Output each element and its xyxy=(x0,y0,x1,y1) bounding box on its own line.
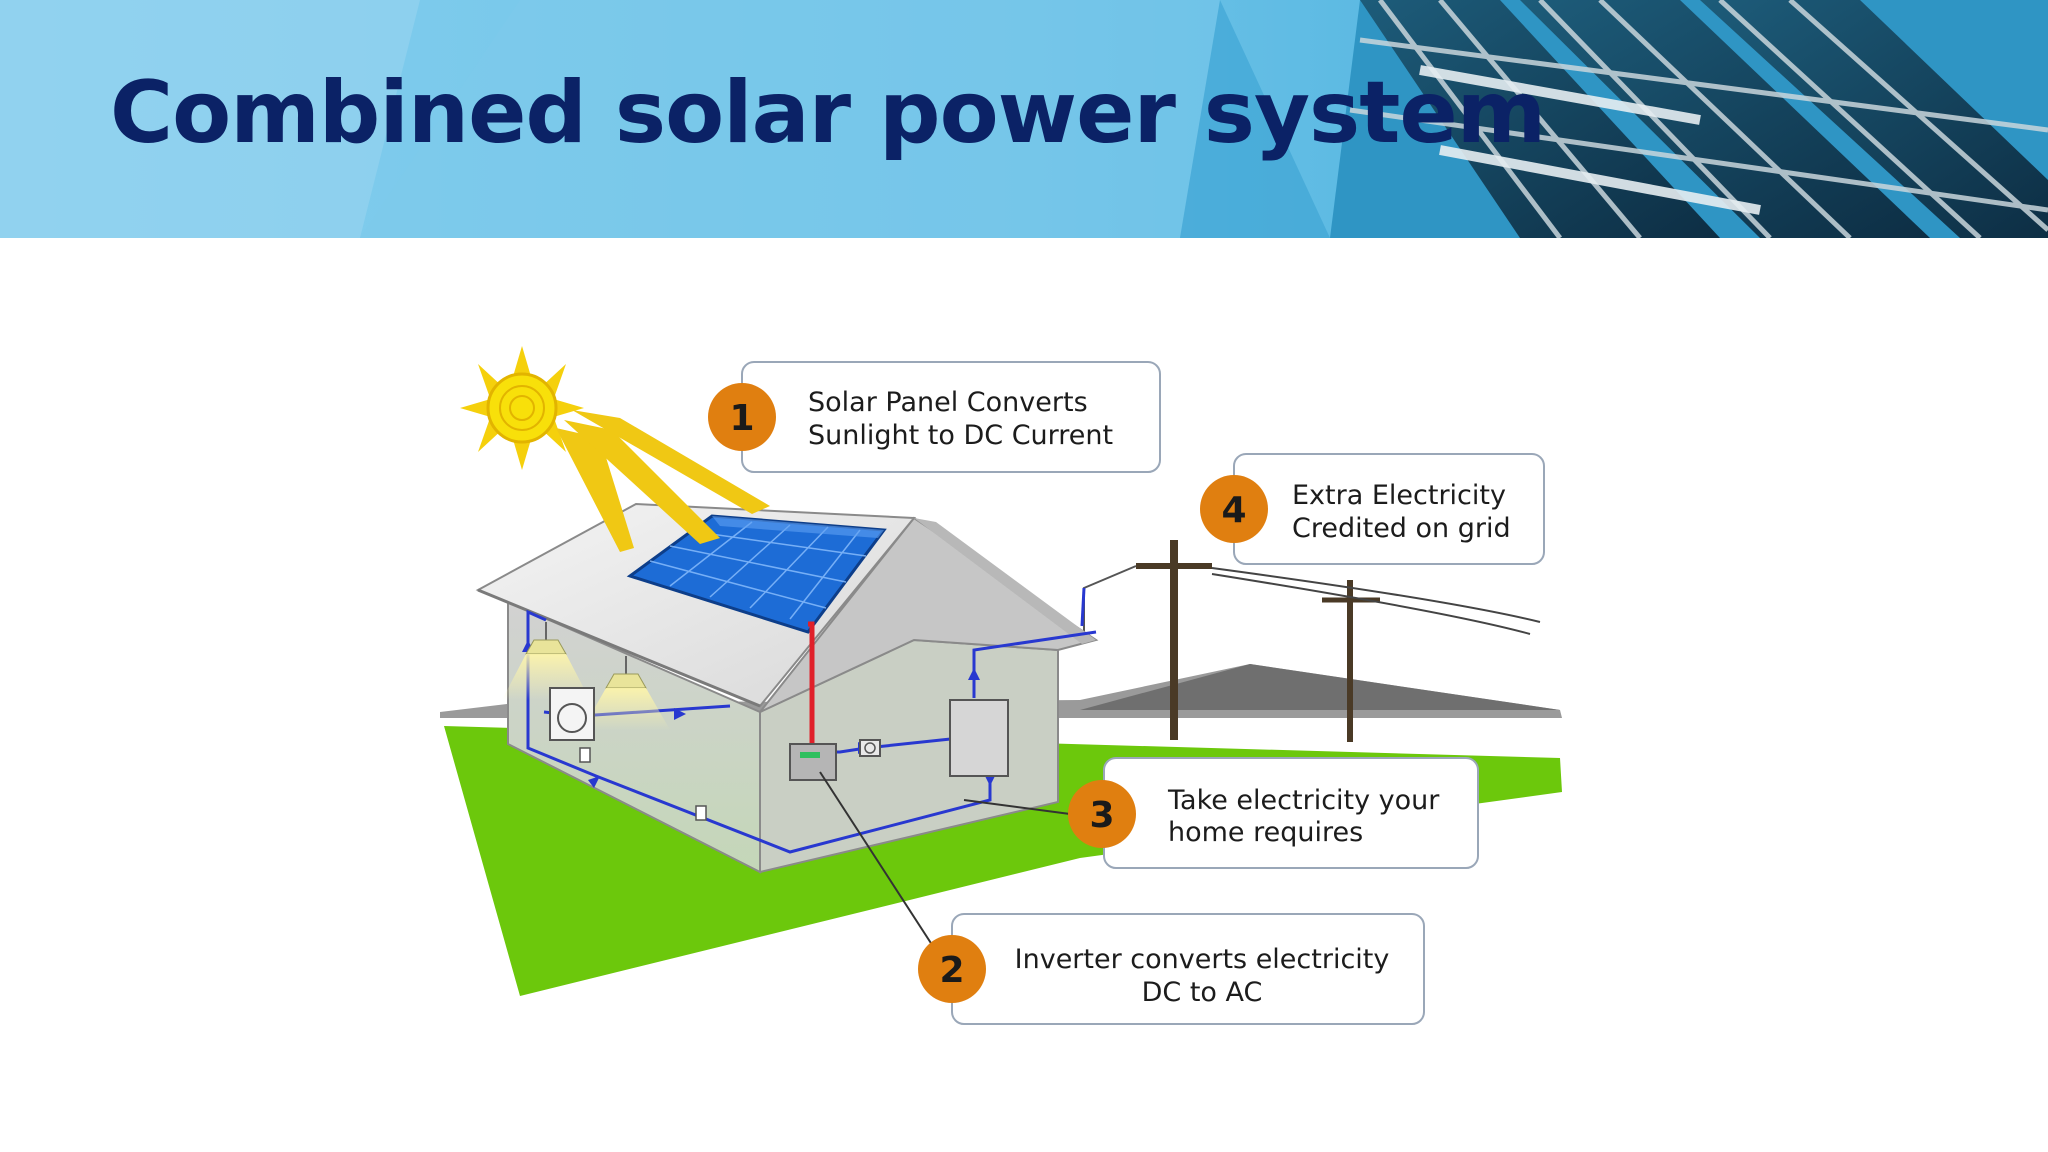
breaker-panel-icon xyxy=(949,699,1009,777)
callout-1-number: 1 xyxy=(729,398,754,439)
callout-4-line2: Credited on grid xyxy=(1292,513,1511,544)
callout-2-line1: Inverter converts electricity xyxy=(1015,944,1390,975)
inverter-icon xyxy=(789,743,837,781)
header-panel-photo xyxy=(1349,0,2048,238)
callout-4-badge xyxy=(1200,475,1268,543)
meter-icon xyxy=(859,739,881,757)
utility-pole-icon xyxy=(1083,540,1541,742)
callout-3-line2: home requires xyxy=(1168,817,1363,848)
callout-1: 1 Solar Panel Converts Sunlight to DC Cu… xyxy=(708,361,1161,473)
callout-4-number: 4 xyxy=(1221,490,1246,531)
hill-peak xyxy=(1080,664,1560,710)
callout-2: 2 Inverter converts electricity DC to AC xyxy=(918,913,1425,1025)
callout-3: 3 Take electricity your home requires xyxy=(1068,757,1479,869)
callout-1-badge xyxy=(708,383,776,451)
outlet-icon xyxy=(579,747,707,821)
callout-2-number: 2 xyxy=(939,950,964,991)
header-background xyxy=(0,0,2048,238)
header-banner: Combined solar power system xyxy=(0,0,2048,238)
callout-2-badge xyxy=(918,935,986,1003)
washing-machine-icon xyxy=(549,687,595,741)
callout-1-line1: Solar Panel Converts xyxy=(808,387,1088,418)
slide-title: Combined solar power system xyxy=(110,63,1546,163)
callout-4-line1: Extra Electricity xyxy=(1292,480,1506,511)
ceiling-lights xyxy=(502,622,670,730)
callout-3-number: 3 xyxy=(1089,795,1114,836)
callout-3-line1: Take electricity your xyxy=(1167,785,1440,816)
callout-2-line2: DC to AC xyxy=(1142,977,1263,1008)
callout-1-line2: Sunlight to DC Current xyxy=(808,420,1113,451)
leader-lines xyxy=(819,771,1071,955)
callout-3-badge xyxy=(1068,780,1136,848)
sun-icon xyxy=(460,346,770,552)
solar-panel-icon xyxy=(626,514,887,634)
callout-4: 4 Extra Electricity Credited on grid xyxy=(1200,453,1545,565)
